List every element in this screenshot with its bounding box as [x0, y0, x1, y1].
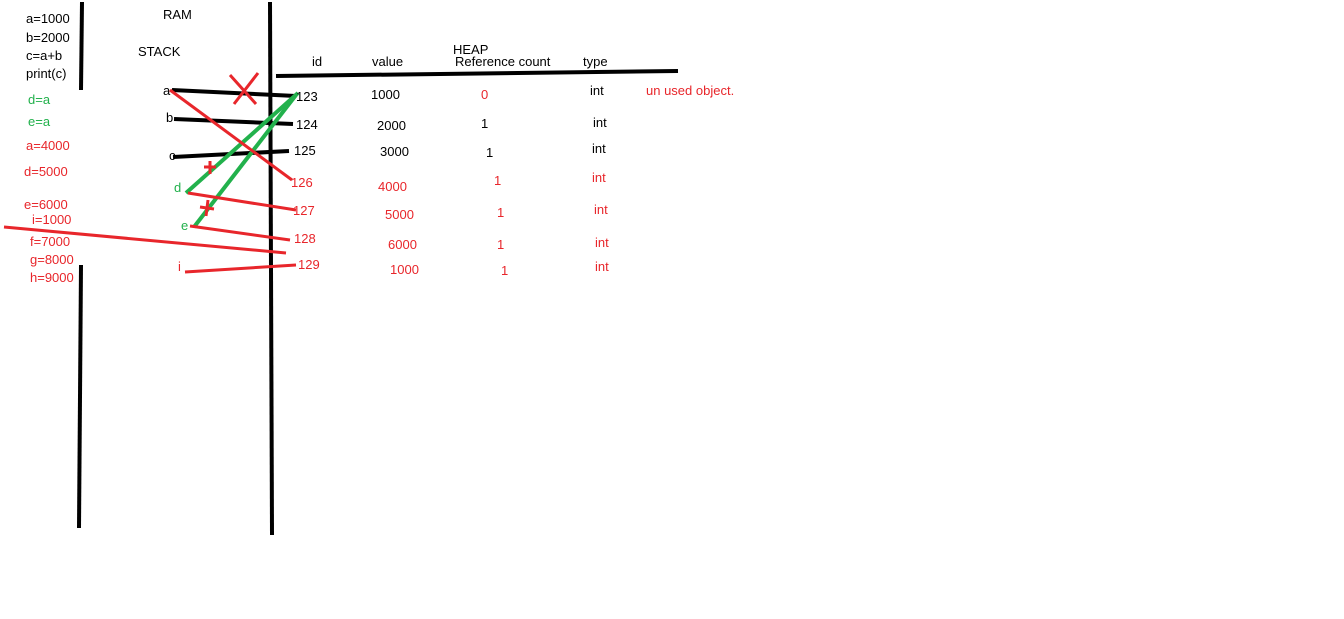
reference-line-a — [171, 88, 297, 98]
cell-value: 5000 — [385, 207, 414, 222]
cell-value: 1000 — [390, 262, 419, 277]
cell-value: 3000 — [380, 144, 409, 159]
cell-refcount: 0 — [481, 87, 488, 102]
header-reference-count: Reference count — [455, 54, 551, 69]
cross-mark-e — [199, 199, 215, 217]
cell-type: int — [590, 83, 604, 98]
cross-mark-d — [204, 161, 216, 174]
code-line: b=2000 — [26, 30, 70, 45]
cell-refcount: 1 — [497, 205, 504, 220]
reference-line-f — [3, 225, 287, 255]
stack-var-b: b — [166, 110, 173, 125]
header-value: value — [372, 54, 403, 69]
heap-header-line — [275, 69, 679, 78]
cross-mark-large — [228, 72, 260, 106]
stack-var-e: e — [181, 218, 188, 233]
stack-var-i: i — [178, 259, 181, 274]
stack-var-c: c — [169, 148, 176, 163]
cell-type: int — [592, 141, 606, 156]
heap-row: 124 2000 1 int — [296, 115, 607, 133]
cell-id: 128 — [294, 231, 316, 246]
cell-refcount: 1 — [501, 263, 508, 278]
code-line: print(c) — [26, 66, 66, 81]
heap-row: 123 1000 0 int — [296, 83, 604, 104]
right-divider-line — [268, 1, 274, 536]
code-line: e=a — [28, 114, 51, 129]
cell-type: int — [595, 235, 609, 250]
cell-type: int — [592, 170, 606, 185]
left-divider-line — [79, 1, 84, 91]
header-type: type — [583, 54, 608, 69]
cell-id: 123 — [296, 89, 318, 104]
header-id: id — [312, 54, 322, 69]
code-line: a=4000 — [26, 138, 70, 153]
left-divider-line-lower — [77, 264, 83, 529]
heap-row: 129 1000 1 int — [298, 257, 609, 278]
cell-value: 1000 — [371, 87, 400, 102]
cell-refcount: 1 — [497, 237, 504, 252]
cell-type: int — [595, 259, 609, 274]
cell-refcount: 1 — [481, 116, 488, 131]
cell-id: 129 — [298, 257, 320, 272]
cell-type: int — [594, 202, 608, 217]
reference-line-e-old — [192, 93, 298, 229]
cell-refcount: 1 — [486, 145, 493, 160]
heap-row: 127 5000 1 int — [293, 202, 608, 222]
cell-id: 126 — [291, 175, 313, 190]
heap-row: 128 6000 1 int — [294, 231, 609, 252]
cell-id: 124 — [296, 117, 318, 132]
cell-id: 125 — [294, 143, 316, 158]
cell-type: int — [593, 115, 607, 130]
reference-line-d-new — [187, 191, 297, 212]
heap-row: 125 3000 1 int — [294, 141, 606, 160]
code-line: c=a+b — [26, 48, 62, 63]
cell-id: 127 — [293, 203, 315, 218]
reference-line-e-new — [189, 224, 291, 242]
cell-value: 4000 — [378, 179, 407, 194]
code-line: f=7000 — [30, 234, 70, 249]
heap-label: HEAP — [453, 42, 488, 57]
code-line: e=6000 — [24, 197, 68, 212]
stack-var-a: a — [163, 83, 171, 98]
code-line: d=a — [28, 92, 51, 107]
reference-line-i — [184, 263, 297, 274]
heap-row: 126 4000 1 int — [291, 170, 606, 194]
code-line: g=8000 — [30, 252, 74, 267]
cell-value: 6000 — [388, 237, 417, 252]
stack-label: STACK — [138, 44, 181, 59]
code-line: h=9000 — [30, 270, 74, 285]
cell-refcount: 1 — [494, 173, 501, 188]
stack-var-d: d — [174, 180, 181, 195]
code-line: d=5000 — [24, 164, 68, 179]
code-line: a=1000 — [26, 11, 70, 26]
reference-line-a-new — [169, 88, 293, 182]
code-line: i=1000 — [32, 212, 71, 227]
cell-value: 2000 — [377, 118, 406, 133]
unused-object-note: un used object. — [646, 83, 734, 98]
ram-label: RAM — [163, 7, 192, 22]
